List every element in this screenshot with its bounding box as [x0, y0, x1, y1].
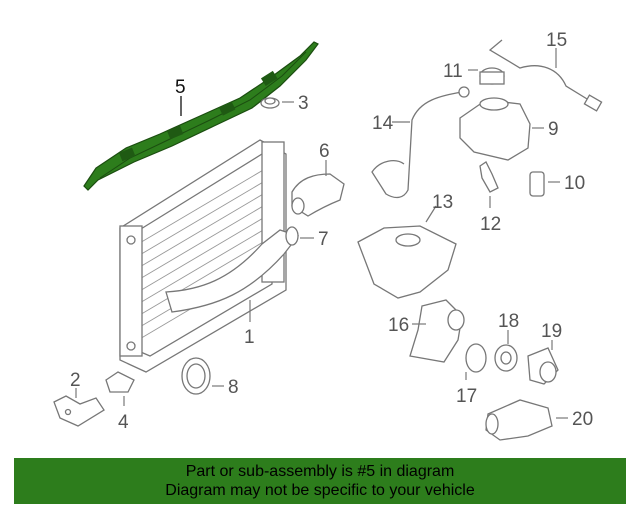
part-6-upper-hose[interactable]: [291, 173, 345, 217]
part-11-cap[interactable]: [479, 67, 505, 85]
callout-13[interactable]: 13: [432, 192, 453, 213]
part-17-gasket[interactable]: [465, 343, 487, 373]
part-16-thermostat-housing[interactable]: [409, 299, 465, 363]
callout-10[interactable]: 10: [564, 173, 585, 194]
part-8-clamp[interactable]: [181, 357, 211, 395]
callout-14[interactable]: 14: [372, 113, 394, 134]
callout-12[interactable]: 12: [480, 214, 501, 235]
callout-19[interactable]: 19: [541, 321, 562, 342]
part-19-water-outlet[interactable]: [527, 347, 559, 385]
callout-4[interactable]: 4: [118, 412, 129, 433]
part-15-pipe[interactable]: [488, 39, 603, 112]
part-2-mount-bracket[interactable]: [53, 395, 105, 427]
part-10-sensor[interactable]: [529, 171, 545, 197]
part-5-highlighted-bracket[interactable]: [83, 41, 319, 191]
callout-7[interactable]: 7: [318, 229, 329, 250]
part-12-bracket[interactable]: [479, 161, 499, 193]
banner-line-2: Diagram may not be specific to your vehi…: [165, 482, 475, 499]
part-9-expansion-tank[interactable]: [459, 97, 531, 161]
part-14-hose[interactable]: [371, 86, 470, 199]
callout-6[interactable]: 6: [319, 141, 330, 162]
callout-9[interactable]: 9: [548, 119, 559, 140]
callout-5[interactable]: 5: [175, 77, 186, 98]
part-13-reservoir[interactable]: [357, 225, 457, 299]
callout-8[interactable]: 8: [228, 377, 239, 398]
callout-16[interactable]: 16: [388, 315, 409, 336]
callout-18[interactable]: 18: [498, 311, 519, 332]
info-banner: Part or sub-assembly is #5 in diagram Di…: [14, 458, 626, 504]
parts-diagram: 5 3 1 7: [53, 30, 603, 441]
callout-17[interactable]: 17: [456, 386, 477, 407]
callout-11[interactable]: 11: [443, 61, 463, 82]
banner-line-1: Part or sub-assembly is #5 in diagram: [185, 463, 455, 480]
callout-20[interactable]: 20: [572, 409, 593, 430]
part-4-insulator[interactable]: [105, 371, 135, 393]
part-7-lower-hose[interactable]: [165, 226, 300, 313]
callout-15[interactable]: 15: [546, 30, 567, 51]
callout-2[interactable]: 2: [70, 370, 81, 391]
part-20-outlet-pipe[interactable]: [485, 399, 553, 441]
part-3-grommet[interactable]: [260, 97, 280, 109]
part-18-thermostat[interactable]: [494, 344, 518, 372]
callout-3[interactable]: 3: [298, 93, 309, 114]
callout-1[interactable]: 1: [244, 327, 255, 348]
